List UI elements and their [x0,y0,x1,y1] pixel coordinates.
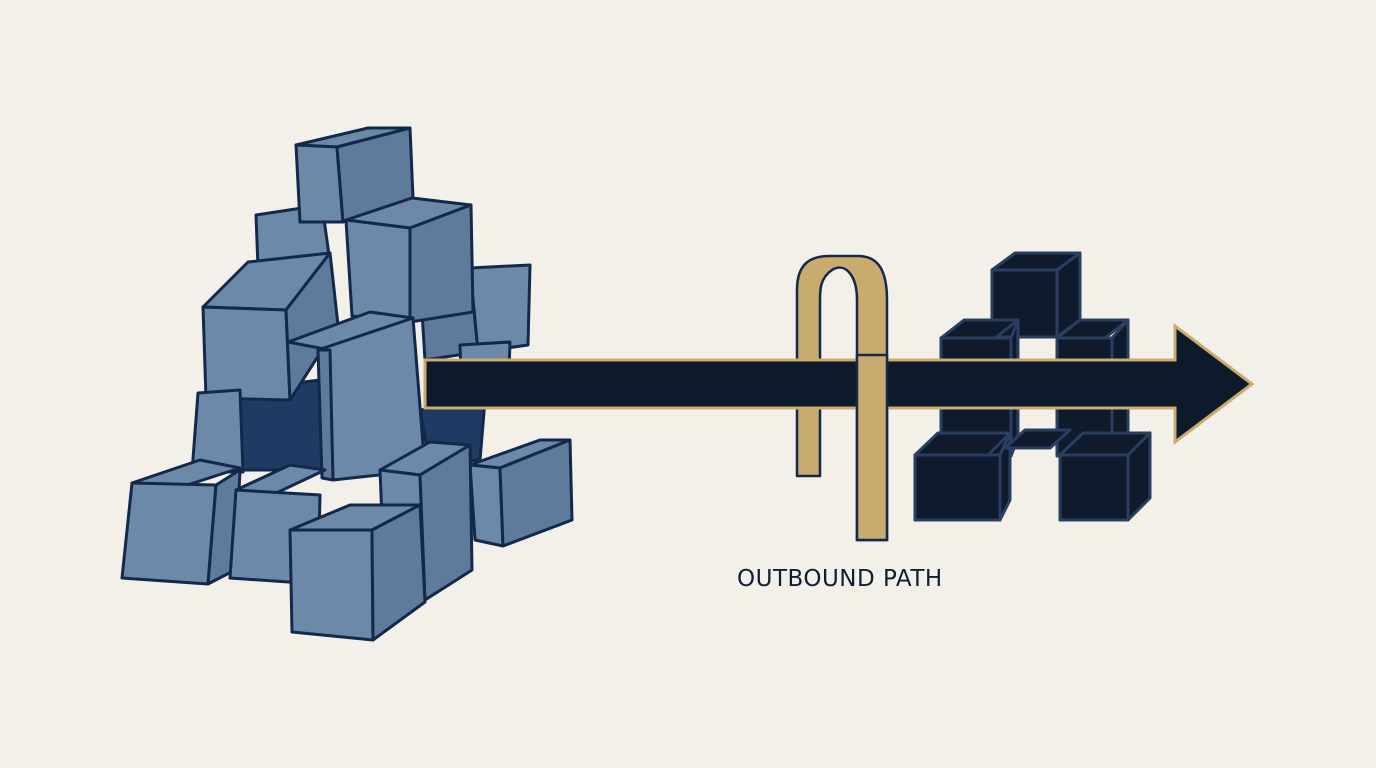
structure-block [1003,428,1072,450]
block [286,310,427,482]
block [468,438,574,548]
organized-structure [913,251,1152,522]
arrow-shaft [423,322,1255,446]
block [190,388,245,474]
structure-block [1058,431,1152,522]
block [344,196,475,324]
block [201,251,340,402]
structure-block [990,251,1082,339]
outbound-path-label: OUTBOUND PATH [737,566,943,592]
outbound-arrow [423,322,1255,446]
block [288,503,427,642]
loop-front-leg [855,353,889,542]
structure-block [913,431,1012,522]
block [120,458,242,586]
block-pile [120,126,574,642]
